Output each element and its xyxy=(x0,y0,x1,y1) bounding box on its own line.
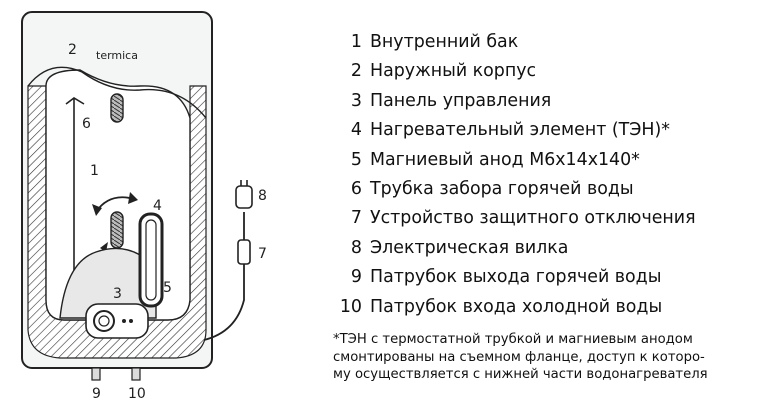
casing-wave xyxy=(27,66,207,119)
footnote-line: смонтированы на съемном фланце, доступ к… xyxy=(333,349,705,365)
legend-text: Трубка забора горячей воды xyxy=(370,178,634,199)
legend-num: 8 xyxy=(350,237,362,258)
legend-text: Внутренний бак xyxy=(370,32,519,52)
footnote: *ТЭН с термостатной трубкой и магниевым … xyxy=(333,331,753,384)
callout-8: 8 xyxy=(258,188,267,204)
legend-num: 5 xyxy=(350,149,362,170)
callout-2: 2 xyxy=(68,42,77,58)
legend-num: 3 xyxy=(350,90,362,111)
legend-item: 5 Магниевый анод М6х14х140* xyxy=(338,146,758,175)
footnote-line: му осуществляется с нижней части водонаг… xyxy=(333,367,708,382)
legend-text: Патрубок выхода горячей воды xyxy=(370,267,662,288)
heating-element-inner xyxy=(145,219,157,301)
indicator-light xyxy=(122,319,126,323)
indicator-light xyxy=(129,319,133,323)
rotation-arrow-head xyxy=(92,204,102,216)
legend-item: 8 Электрическая вилка xyxy=(338,234,758,263)
legend-num: 6 xyxy=(350,178,362,199)
legend-item: 6 Трубка забора горячей воды xyxy=(338,175,758,204)
rotation-arrow-head xyxy=(128,192,138,204)
legend-num: 1 xyxy=(350,32,362,52)
legend-text: Наружный корпус xyxy=(370,61,537,82)
legend-item: 7 Устройство защитного отключения xyxy=(338,204,758,233)
callout-5: 5 xyxy=(163,280,172,296)
upper-anode xyxy=(110,93,124,123)
legend-item: 2 Наружный корпус xyxy=(338,57,758,86)
legend-text: Нагревательный элемент (ТЭН)* xyxy=(370,120,670,141)
legend-text: Устройство защитного отключения xyxy=(370,208,696,229)
brand-logo: termica xyxy=(96,49,138,62)
electric-plug xyxy=(235,185,253,209)
water-heater-diagram: termica 2 6 1 4 3 5 8 7 9 10 xyxy=(21,11,267,402)
magnesium-anode xyxy=(110,211,124,249)
callout-4: 4 xyxy=(153,198,162,214)
rcd-device xyxy=(237,239,251,265)
callout-9: 9 xyxy=(92,386,101,402)
hot-water-outlet-pipe xyxy=(91,367,101,381)
callout-7: 7 xyxy=(258,246,267,262)
callout-6: 6 xyxy=(82,116,91,132)
legend-text: Патрубок входа холодной воды xyxy=(370,296,663,317)
legend-item: 3 Панель управления xyxy=(338,87,758,116)
legend-text: Электрическая вилка xyxy=(370,237,569,258)
legend-num: 10 xyxy=(339,296,362,317)
footnote-line: *ТЭН с термостатной трубкой и магниевым … xyxy=(333,332,693,347)
power-cable xyxy=(203,212,245,341)
legend-text: Магниевый анод М6х14х140* xyxy=(370,149,640,170)
legend-item: 1 Внутренний бак xyxy=(338,28,758,57)
callout-10: 10 xyxy=(128,386,146,402)
legend: 1 Внутренний бак 2 Наружный корпус 3 Панель… xyxy=(338,28,758,322)
legend-item: 9 Патрубок выхода горячей воды xyxy=(338,263,758,292)
legend-num: 9 xyxy=(350,267,362,288)
legend-num: 2 xyxy=(350,61,362,82)
control-knob-center xyxy=(98,315,110,327)
legend-num: 7 xyxy=(350,208,362,229)
legend-num: 4 xyxy=(350,120,362,141)
legend-item: 10 Патрубок входа холодной воды xyxy=(338,293,758,322)
legend-item: 4 Нагревательный элемент (ТЭН)* xyxy=(338,116,758,145)
cold-water-inlet-pipe xyxy=(131,367,141,381)
legend-text: Панель управления xyxy=(370,90,552,111)
callout-3: 3 xyxy=(113,286,122,302)
callout-1: 1 xyxy=(90,163,99,179)
